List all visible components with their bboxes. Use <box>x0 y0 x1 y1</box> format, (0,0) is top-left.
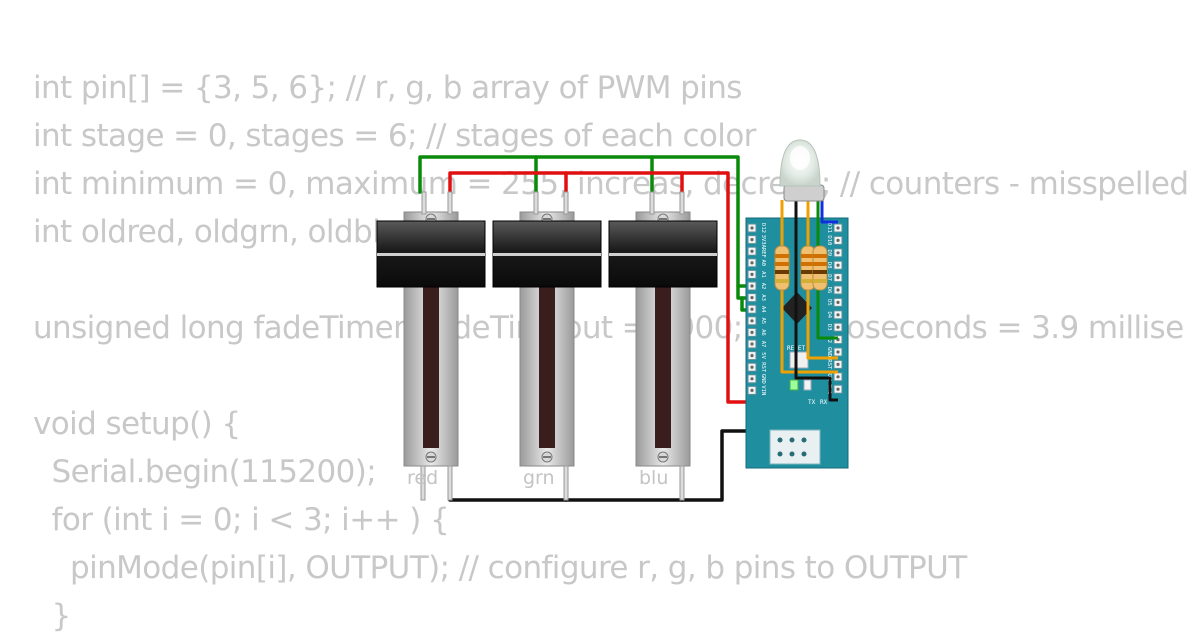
slider-grn[interactable]: grn <box>492 191 602 501</box>
wires <box>418 155 754 502</box>
code-line: for (int i = 0; i < 3; i++ ) { <box>33 502 450 538</box>
pin-hole <box>750 238 754 242</box>
code-line: pinMode(pin[i], OUTPUT); // configure r,… <box>33 550 967 586</box>
pin-label: D10 <box>826 235 832 245</box>
pin-label: GND <box>760 374 766 384</box>
pin-hole <box>750 342 754 346</box>
pin-label: A7 <box>760 341 766 348</box>
pin-label: A3 <box>760 294 766 301</box>
wire-green <box>418 155 754 288</box>
resistor <box>774 245 790 291</box>
pin-hole <box>750 261 754 265</box>
pin-label: 5V <box>760 352 766 359</box>
pin-label: D6 <box>826 287 832 294</box>
pin-hole <box>750 307 754 311</box>
wire-orange <box>806 288 838 360</box>
code-line: int pin[] = {3, 5, 6}; // r, g, b array … <box>33 70 742 106</box>
pin-label: A6 <box>760 329 766 336</box>
pin-label: A4 <box>760 306 766 313</box>
pin-label: D9 <box>826 249 832 256</box>
wire-blue <box>820 195 838 224</box>
slider-red[interactable]: red <box>376 191 486 501</box>
code-line: int stage = 0, stages = 6; // stages of … <box>33 118 756 154</box>
rx-label: RX <box>820 399 828 406</box>
slider-label-blu: blu <box>639 467 668 489</box>
pin-hole <box>836 251 840 255</box>
pin-label: D3 <box>826 324 832 331</box>
pin-hole <box>836 387 840 391</box>
pin-label: 3V3 <box>760 235 766 245</box>
led-resistor-wiring <box>780 195 838 402</box>
pin-label: A2 <box>760 283 766 290</box>
pin-hole <box>750 249 754 253</box>
pin-hole <box>750 377 754 381</box>
wire-black <box>448 429 754 502</box>
pin-label: AREF <box>760 245 766 258</box>
pin-label: D8 <box>826 262 832 269</box>
led-on-indicator <box>789 379 799 391</box>
rgb-led[interactable] <box>779 139 825 202</box>
icsp-header <box>777 437 807 457</box>
pin-label: GND <box>826 347 832 357</box>
pin-label: D4 <box>826 311 832 318</box>
pin-label: D5 <box>826 299 832 306</box>
wire-orange <box>780 288 838 374</box>
pin-hole <box>836 300 840 304</box>
pin-hole <box>836 238 840 242</box>
slider-blu[interactable]: blu <box>608 191 718 501</box>
pin-label: RST <box>826 359 832 370</box>
slider-label-grn: grn <box>523 467 555 489</box>
wire-red <box>448 171 754 404</box>
code-line: Serial.begin(115200); <box>33 454 377 490</box>
pin-hole <box>836 263 840 267</box>
resistor <box>812 245 828 291</box>
pin-hole <box>836 325 840 329</box>
pin-label: D12 <box>760 223 766 233</box>
pin-label: A5 <box>760 317 766 324</box>
led-l-indicator <box>803 379 812 391</box>
pin-hole <box>836 362 840 366</box>
pin-hole <box>750 354 754 358</box>
wire-green <box>816 288 838 340</box>
pin-hole <box>750 284 754 288</box>
reset-button[interactable] <box>789 351 809 369</box>
pin-hole <box>750 226 754 230</box>
pin-label: D2 <box>826 336 832 343</box>
pin-hole <box>750 296 754 300</box>
code-line: } <box>33 598 72 634</box>
pin-hole <box>750 272 754 276</box>
wire-black <box>794 200 838 402</box>
resistor <box>800 245 816 291</box>
pin-label: D11 <box>826 223 832 233</box>
tx-label: TX <box>808 399 816 406</box>
pin-label: A1 <box>760 271 766 278</box>
pin-hole <box>750 365 754 369</box>
pin-hole <box>750 388 754 392</box>
pin-hole <box>836 276 840 280</box>
pin-hole <box>750 319 754 323</box>
code-line: void setup() { <box>33 406 241 442</box>
pin-hole <box>836 313 840 317</box>
slider-label-red: red <box>407 467 438 489</box>
pin-hole <box>836 288 840 292</box>
pin-label: VIN <box>760 385 766 395</box>
pin-hole <box>836 375 840 379</box>
pin-hole <box>750 330 754 334</box>
pin-label: RST <box>760 362 766 373</box>
pin-hole <box>836 350 840 354</box>
pin-label: D7 <box>826 274 832 281</box>
pin-label: A0 <box>760 259 766 266</box>
pin-hole <box>836 226 840 230</box>
